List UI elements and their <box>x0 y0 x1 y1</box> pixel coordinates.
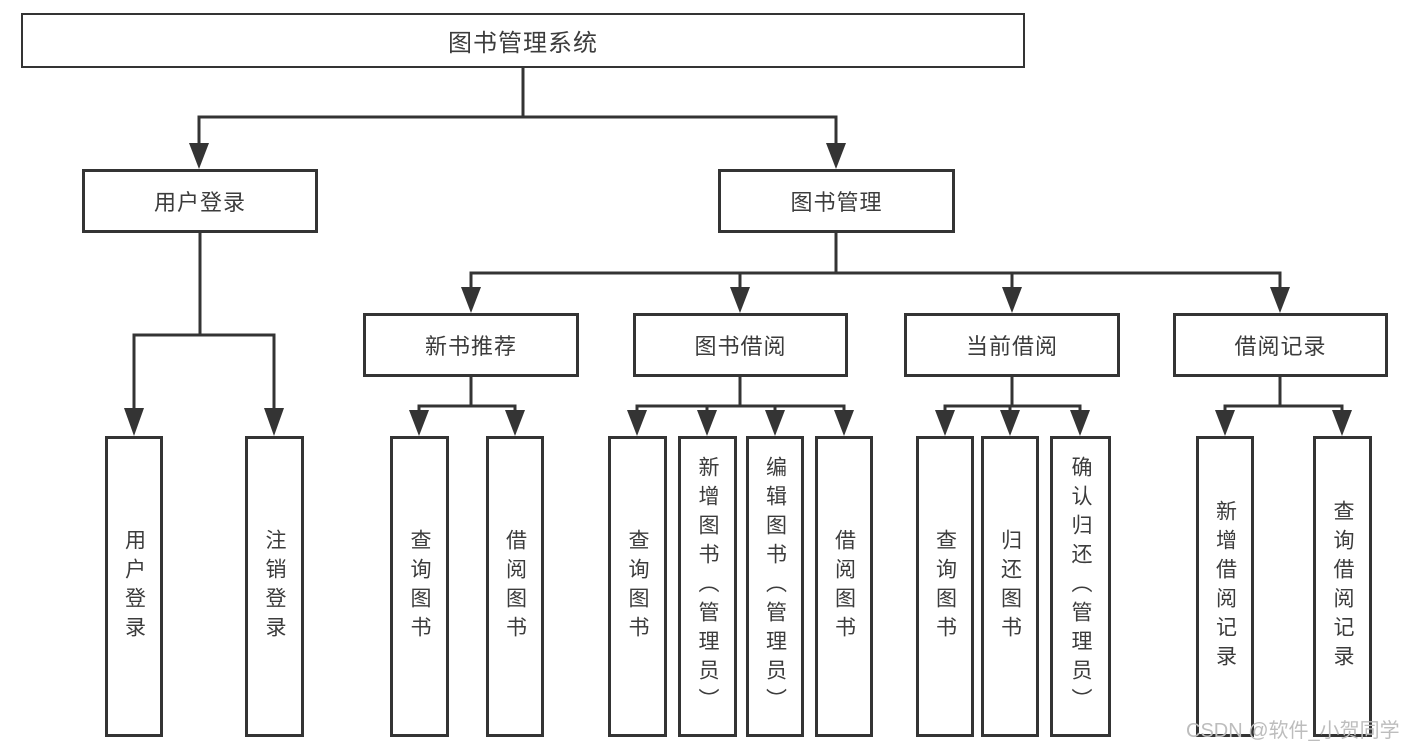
leaf-add-books-admin: 新增图书（管理员） <box>678 436 737 737</box>
leaf-label: 借阅图书 <box>503 528 527 645</box>
leaf-label: 查询图书 <box>408 528 431 645</box>
leaf-label: 新增图书（管理员） <box>696 456 719 717</box>
leaf-confirm-return-admin: 确认归还（管理员） <box>1050 436 1111 737</box>
leaf-query-books-borrow: 查询图书 <box>608 436 667 737</box>
leaf-label: 借阅图书 <box>832 528 856 645</box>
leaf-query-books-current: 查询图书 <box>916 436 974 737</box>
leaf-return-books: 归还图书 <box>981 436 1039 737</box>
leaf-query-borrow-record: 查询借阅记录 <box>1313 436 1372 737</box>
leaf-label: 用户登录 <box>122 528 146 645</box>
leaf-label: 查询借阅记录 <box>1331 499 1354 674</box>
node-new-book-recommendation: 新书推荐 <box>363 313 579 377</box>
node-book-management: 图书管理 <box>718 169 955 233</box>
leaf-add-borrow-record: 新增借阅记录 <box>1196 436 1254 737</box>
leaf-borrow-books-recommend: 借阅图书 <box>486 436 544 737</box>
node-current-borrowing: 当前借阅 <box>904 313 1120 377</box>
leaf-edit-books-admin: 编辑图书（管理员） <box>746 436 804 737</box>
node-user-login: 用户登录 <box>82 169 318 233</box>
leaf-label: 查询图书 <box>626 528 649 645</box>
node-borrowing-records: 借阅记录 <box>1173 313 1388 377</box>
leaf-label: 编辑图书（管理员） <box>763 456 787 717</box>
leaf-logout: 注销登录 <box>245 436 304 737</box>
leaf-user-login: 用户登录 <box>105 436 163 737</box>
node-library-management-system: 图书管理系统 <box>21 13 1025 68</box>
csdn-watermark: CSDN @软件_小贺同学 <box>1186 720 1400 742</box>
leaf-label: 注销登录 <box>263 528 286 645</box>
leaf-label: 归还图书 <box>998 528 1022 645</box>
leaf-label: 新增借阅记录 <box>1213 499 1237 674</box>
leaf-label: 确认归还（管理员） <box>1069 456 1092 717</box>
leaf-label: 查询图书 <box>933 528 957 645</box>
leaf-query-books-recommend: 查询图书 <box>390 436 449 737</box>
node-book-borrowing: 图书借阅 <box>633 313 848 377</box>
leaf-borrow-books: 借阅图书 <box>815 436 873 737</box>
